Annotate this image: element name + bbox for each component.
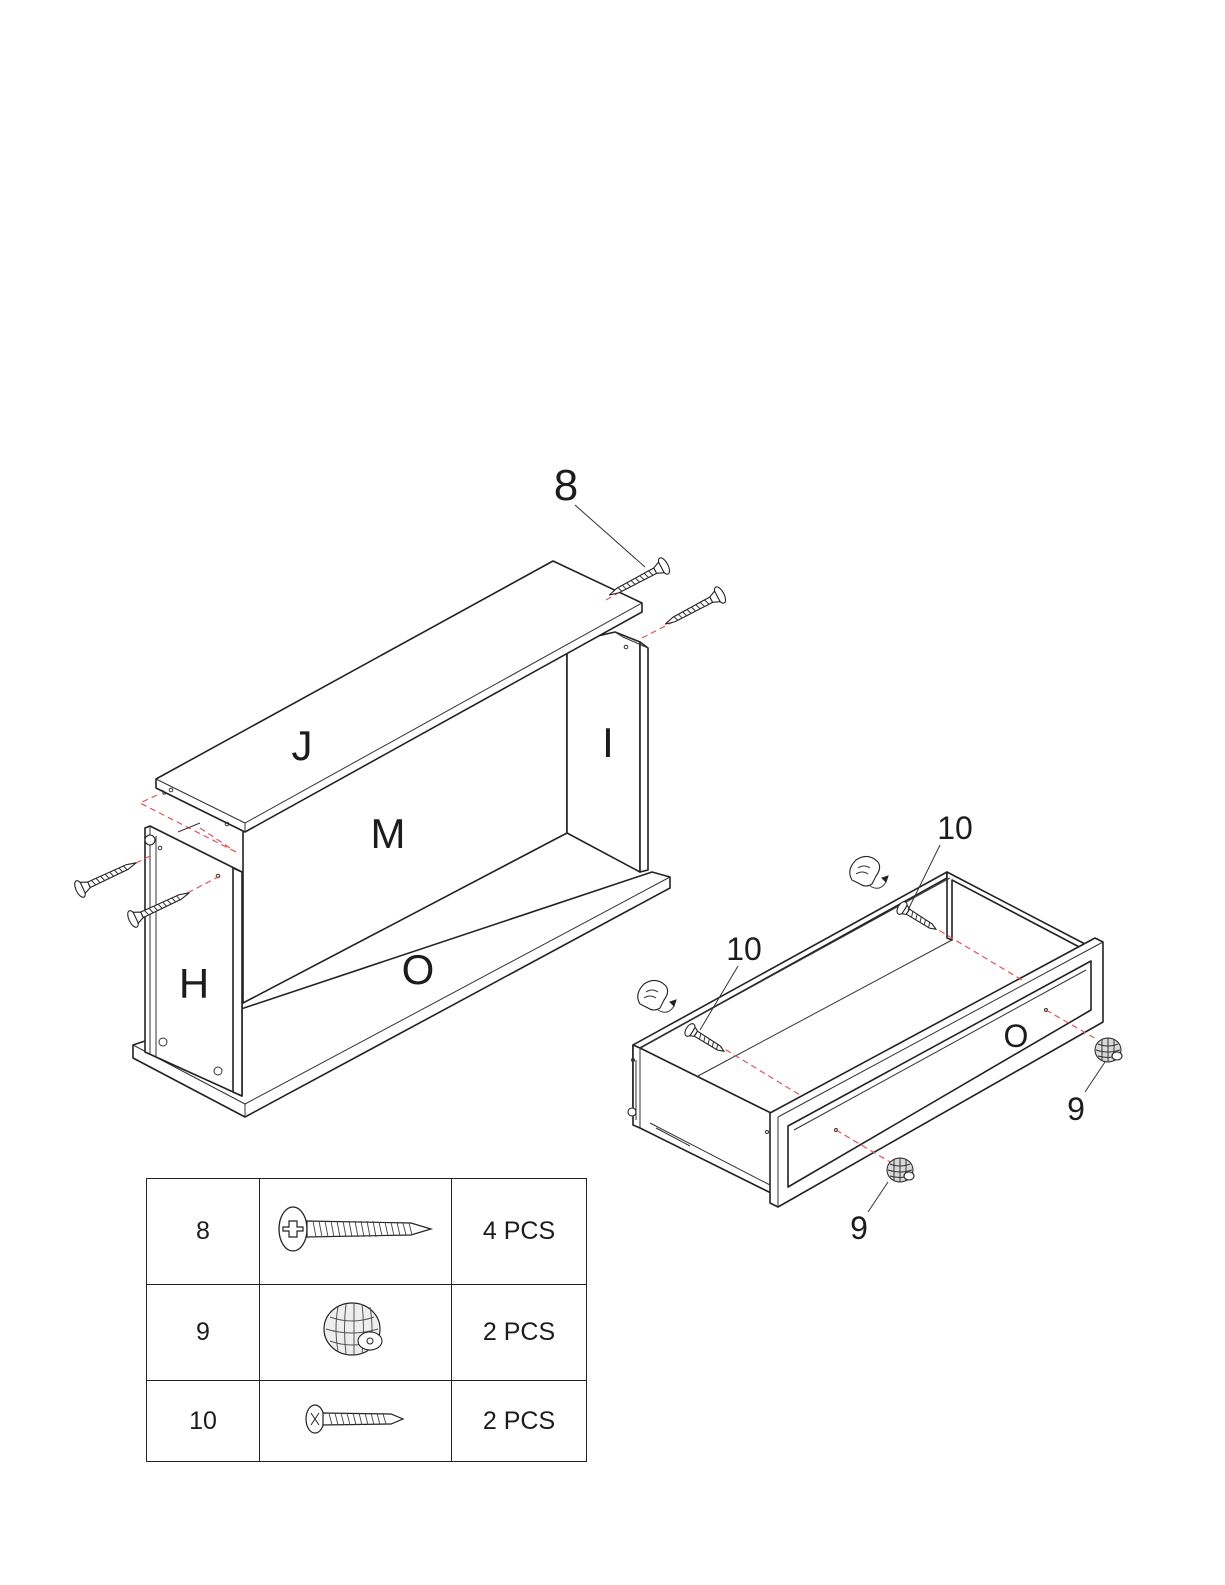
drawer-back-wall: [947, 872, 1085, 950]
hand-screwdriver-icon: [638, 980, 676, 1012]
hardware-image: [260, 1381, 452, 1462]
hardware-quantity: 2 PCS: [452, 1381, 587, 1462]
knob-9-icon: [1095, 1038, 1122, 1062]
hardware-number: 8: [147, 1179, 260, 1285]
part-label-h: H: [179, 960, 209, 1007]
callout-10-right: 10: [937, 810, 973, 846]
screw-8-icon: [73, 855, 140, 899]
cabinet-assembly: J I M H O 8: [73, 461, 728, 1117]
hardware-number: 10: [147, 1381, 260, 1462]
hardware-image: [260, 1179, 452, 1285]
drawer-knob-icon: [316, 1297, 396, 1363]
hardware-image: [260, 1285, 452, 1381]
screw-10-icon: [683, 1022, 728, 1057]
hardware-number: 9: [147, 1285, 260, 1381]
screw-8-icon: [661, 585, 728, 632]
part-label-j: J: [292, 722, 313, 769]
part-label-o-drawer: O: [1004, 1018, 1029, 1054]
hardware-quantity: 2 PCS: [452, 1285, 587, 1381]
callout-9-left: 9: [850, 1210, 868, 1246]
long-screw-icon: [271, 1199, 441, 1259]
knob-9-icon: [887, 1158, 914, 1182]
part-label-o-cabinet: O: [402, 946, 435, 993]
part-label-i: I: [602, 719, 614, 766]
callout-9-right: 9: [1067, 1091, 1085, 1127]
hardware-row: 8 4 PCS: [147, 1179, 587, 1285]
hardware-row: 9 2 PCS: [147, 1285, 587, 1381]
hardware-quantity: 4 PCS: [452, 1179, 587, 1285]
part-label-m: M: [371, 810, 406, 857]
hand-screwdriver-icon: [850, 856, 888, 888]
screw-10-icon: [895, 900, 940, 935]
hardware-table: 8 4 PCS 9 2 PCS 10: [146, 1178, 587, 1462]
short-screw-icon: [301, 1397, 411, 1441]
callout-8: 8: [554, 461, 578, 510]
callout-10-left: 10: [726, 931, 762, 967]
hardware-row: 10 2 PCS: [147, 1381, 587, 1462]
drawer-assembly: O 10 10 9 9: [628, 810, 1122, 1246]
